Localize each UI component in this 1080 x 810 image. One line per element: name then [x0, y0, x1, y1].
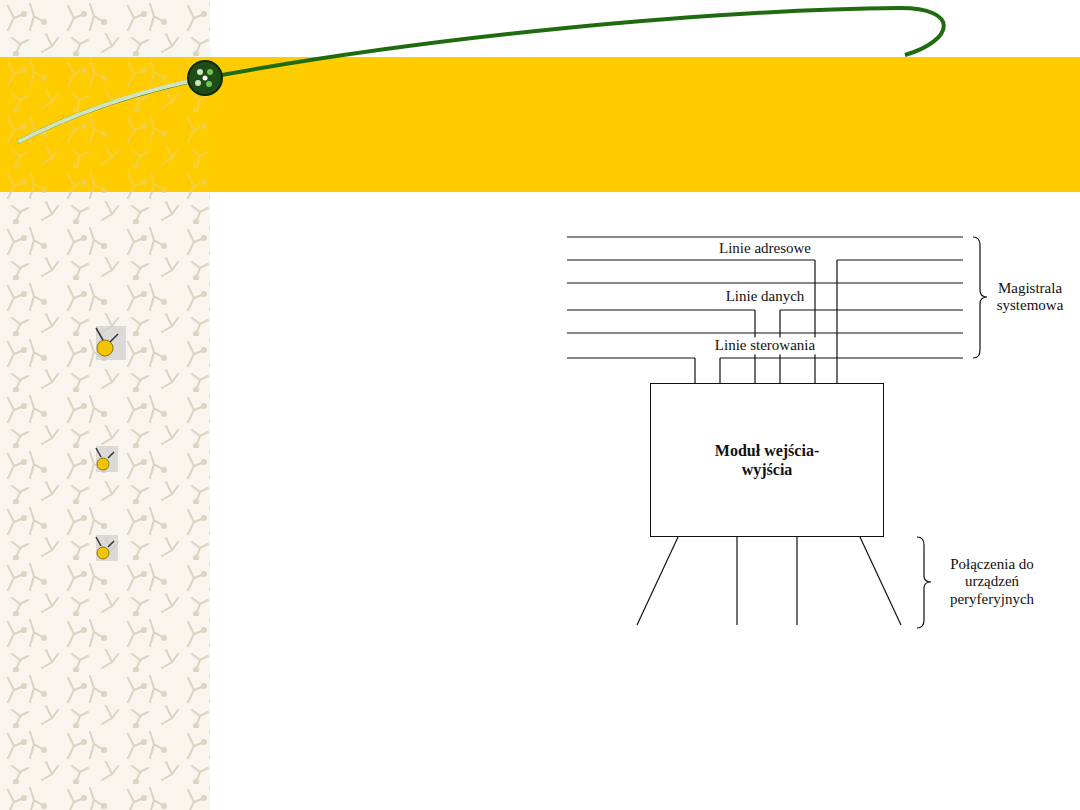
- brace-label: Połączenia do urządzeń peryferyjnych: [948, 556, 1036, 608]
- address-line: [567, 236, 963, 237]
- control-line: [567, 357, 963, 358]
- orbit-ball: [188, 61, 222, 95]
- bullet-icons: [96, 326, 126, 561]
- bullet-rays: [96, 537, 114, 547]
- bullet-bg: [96, 326, 126, 360]
- bus-line-label: Linie adresowe: [716, 240, 814, 257]
- bullet-rays: [96, 328, 118, 342]
- io-module-box: Moduł wejścia-wyjścia: [650, 383, 884, 537]
- bullet-bg: [96, 446, 118, 472]
- peripheral-brace: [917, 537, 931, 628]
- ball-dot: [207, 69, 213, 75]
- side-strip: [0, 0, 210, 810]
- bus-brace: [973, 237, 987, 358]
- bus-line-label: Linie sterowania: [712, 337, 818, 354]
- control-tap: [695, 358, 720, 383]
- bullet-dot: [97, 547, 109, 559]
- orbit-tail: [18, 81, 190, 142]
- peripheral-link: [637, 537, 901, 625]
- address-tap: [815, 260, 837, 383]
- orbit-line: [18, 8, 944, 142]
- ball-dot: [197, 69, 203, 75]
- ball: [188, 61, 222, 95]
- ball-dot: [206, 81, 212, 87]
- module-title: Moduł wejścia-wyjścia: [697, 441, 837, 479]
- side-pattern: [0, 0, 210, 810]
- data-line: [567, 282, 963, 283]
- ball-dot: [195, 80, 201, 86]
- title-band: [0, 57, 1080, 192]
- bullet-rays: [96, 448, 114, 458]
- address-line: [567, 259, 963, 260]
- control-line: [567, 332, 963, 333]
- data-line: [567, 309, 963, 310]
- band-pattern: [0, 57, 210, 192]
- brace-label: Magistrala systemowa: [997, 280, 1064, 315]
- bullet-bg: [96, 535, 118, 561]
- bullet-dot: [97, 458, 109, 470]
- bus-line-label: Linie danych: [723, 288, 808, 305]
- ball-dot: [203, 76, 208, 81]
